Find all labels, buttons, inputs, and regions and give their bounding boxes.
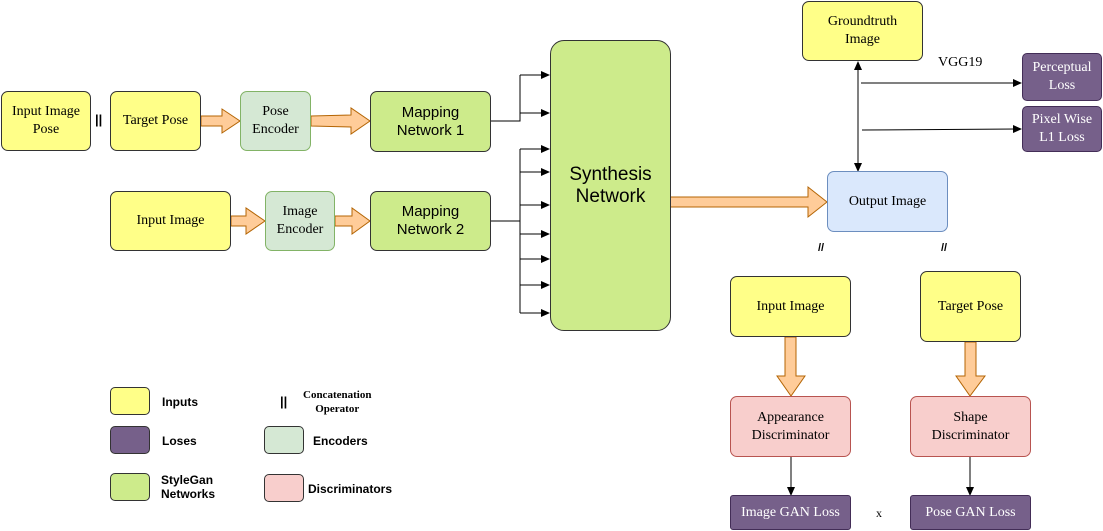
input-image-node: Input Image <box>110 191 231 251</box>
image-encoder-node: Image Encoder <box>265 191 335 251</box>
target-pose-node: Target Pose <box>110 91 201 151</box>
connector-mapping-1-bus <box>491 75 521 122</box>
legend-swatch-discriminators <box>264 474 304 502</box>
block-arrow-target-pose-to-shape-disc <box>955 341 986 397</box>
legend-label-concat-operator: Concatenation Operator <box>303 389 372 415</box>
synthesis-network-node: Synthesis Network <box>550 40 671 331</box>
disc-target-pose-node: Target Pose <box>920 271 1021 342</box>
legend-label-inputs: Inputs <box>162 395 198 409</box>
perceptual-loss-node: Perceptual Loss <box>1022 53 1102 101</box>
legend-label-encoders: Encoders <box>313 434 368 448</box>
concat-symbol: || <box>95 112 103 127</box>
pose-encoder-node: Pose Encoder <box>240 91 311 151</box>
block-arrow-synthesis-to-output <box>669 185 828 219</box>
connector-mapping-2-bus <box>491 149 521 313</box>
mapping-network-2-node: Mapping Network 2 <box>370 191 491 251</box>
block-arrow-input-image-to-appearance-disc <box>776 336 806 397</box>
legend-swatch-inputs <box>110 387 150 415</box>
legend-swatch-loses <box>110 426 150 454</box>
input-image-pose-node: Input Image Pose <box>1 91 91 151</box>
block-arrow-input-image-to-image-encoder <box>230 207 266 235</box>
concat-slash-right: // <box>941 242 948 254</box>
concat-slash-left: // <box>818 242 825 254</box>
multiply-symbol: x <box>876 506 882 520</box>
shape-discriminator-node: Shape Discriminator <box>910 396 1031 457</box>
vgg19-label: VGG19 <box>938 55 983 70</box>
block-arrow-image-encoder-to-mapping-2 <box>334 207 371 235</box>
legend-label-loses: Loses <box>162 434 197 448</box>
appearance-discriminator-node: Appearance Discriminator <box>730 396 851 457</box>
mapping-network-1-node: Mapping Network 1 <box>370 91 491 152</box>
connector-to-pixel-loss <box>861 125 1022 134</box>
legend-swatch-stylegan <box>110 473 150 501</box>
legend-concat-symbol: || <box>280 394 288 409</box>
image-gan-loss-node: Image GAN Loss <box>730 495 851 530</box>
legend-label-stylegan: StyleGan Networks <box>161 473 216 501</box>
groundtruth-image-node: Groundtruth Image <box>802 1 923 61</box>
block-arrow-target-to-pose-encoder <box>200 108 241 134</box>
legend-swatch-encoders <box>264 426 304 454</box>
pixel-wise-loss-node: Pixel Wise L1 Loss <box>1022 106 1102 152</box>
pose-gan-loss-node: Pose GAN Loss <box>910 495 1031 530</box>
block-arrow-pose-encoder-to-mapping-1 <box>310 107 371 135</box>
legend-label-discriminators: Discriminators <box>308 482 393 496</box>
output-image-node: Output Image <box>827 171 948 232</box>
disc-input-image-node: Input Image <box>730 276 851 337</box>
